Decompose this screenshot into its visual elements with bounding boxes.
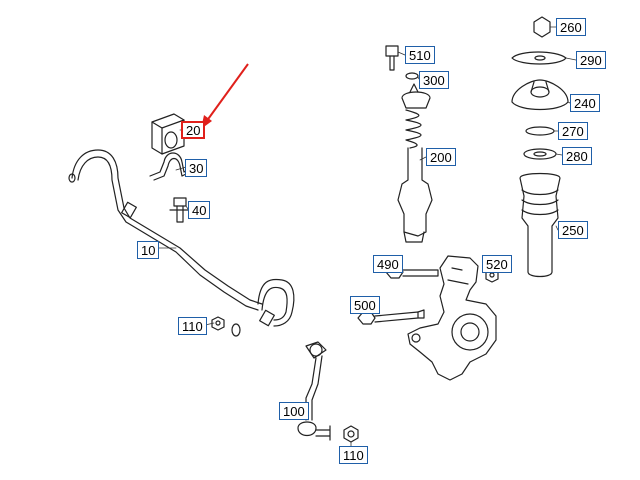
- callout-part-20-highlighted[interactable]: 20: [181, 121, 206, 139]
- callout-part-490[interactable]: 490: [373, 255, 403, 273]
- stabilizer-link-drawing: [297, 341, 331, 441]
- stabilizer-bar-drawing: [68, 149, 295, 327]
- top-mount-nut-drawing: [533, 16, 551, 38]
- callout-part-240[interactable]: 240: [570, 94, 600, 112]
- callout-part-200[interactable]: 200: [426, 148, 456, 166]
- callout-part-30[interactable]: 30: [185, 159, 208, 177]
- leader-lines: [151, 26, 577, 447]
- strut-drawing: [397, 83, 433, 243]
- callout-part-290[interactable]: 290: [576, 51, 606, 69]
- callout-part-520[interactable]: 520: [482, 255, 512, 273]
- cover-plate-drawing: [511, 51, 567, 65]
- callout-part-500[interactable]: 500: [350, 296, 380, 314]
- callout-part-110-upper[interactable]: 110: [178, 317, 207, 335]
- nut-drawing: [211, 316, 241, 337]
- callout-part-110-lower[interactable]: 110: [339, 446, 368, 464]
- strut-top-bolt-drawing: [385, 45, 419, 80]
- callout-part-510[interactable]: 510: [405, 46, 435, 64]
- dust-boot-drawing: [519, 172, 561, 278]
- callout-part-40[interactable]: 40: [188, 201, 211, 219]
- callout-part-280[interactable]: 280: [562, 147, 592, 165]
- callout-part-10[interactable]: 10: [137, 241, 160, 259]
- lower-nut-drawing: [343, 425, 359, 443]
- callout-part-250[interactable]: 250: [558, 221, 588, 239]
- spacer-ring-drawing: [525, 126, 555, 136]
- clamp-bolt-drawing: [169, 197, 191, 223]
- callout-part-300[interactable]: 300: [419, 71, 449, 89]
- steering-knuckle-drawing: [407, 255, 497, 381]
- stabilizer-bushing-drawing: [151, 113, 185, 155]
- callout-part-260[interactable]: 260: [556, 18, 586, 36]
- bushing-clamp-drawing: [149, 152, 193, 181]
- highlight-arrow: [201, 63, 249, 129]
- spring-seat-drawing: [523, 148, 557, 160]
- strut-mount-drawing: [511, 79, 569, 111]
- callout-part-270[interactable]: 270: [558, 122, 588, 140]
- callout-part-100[interactable]: 100: [279, 402, 309, 420]
